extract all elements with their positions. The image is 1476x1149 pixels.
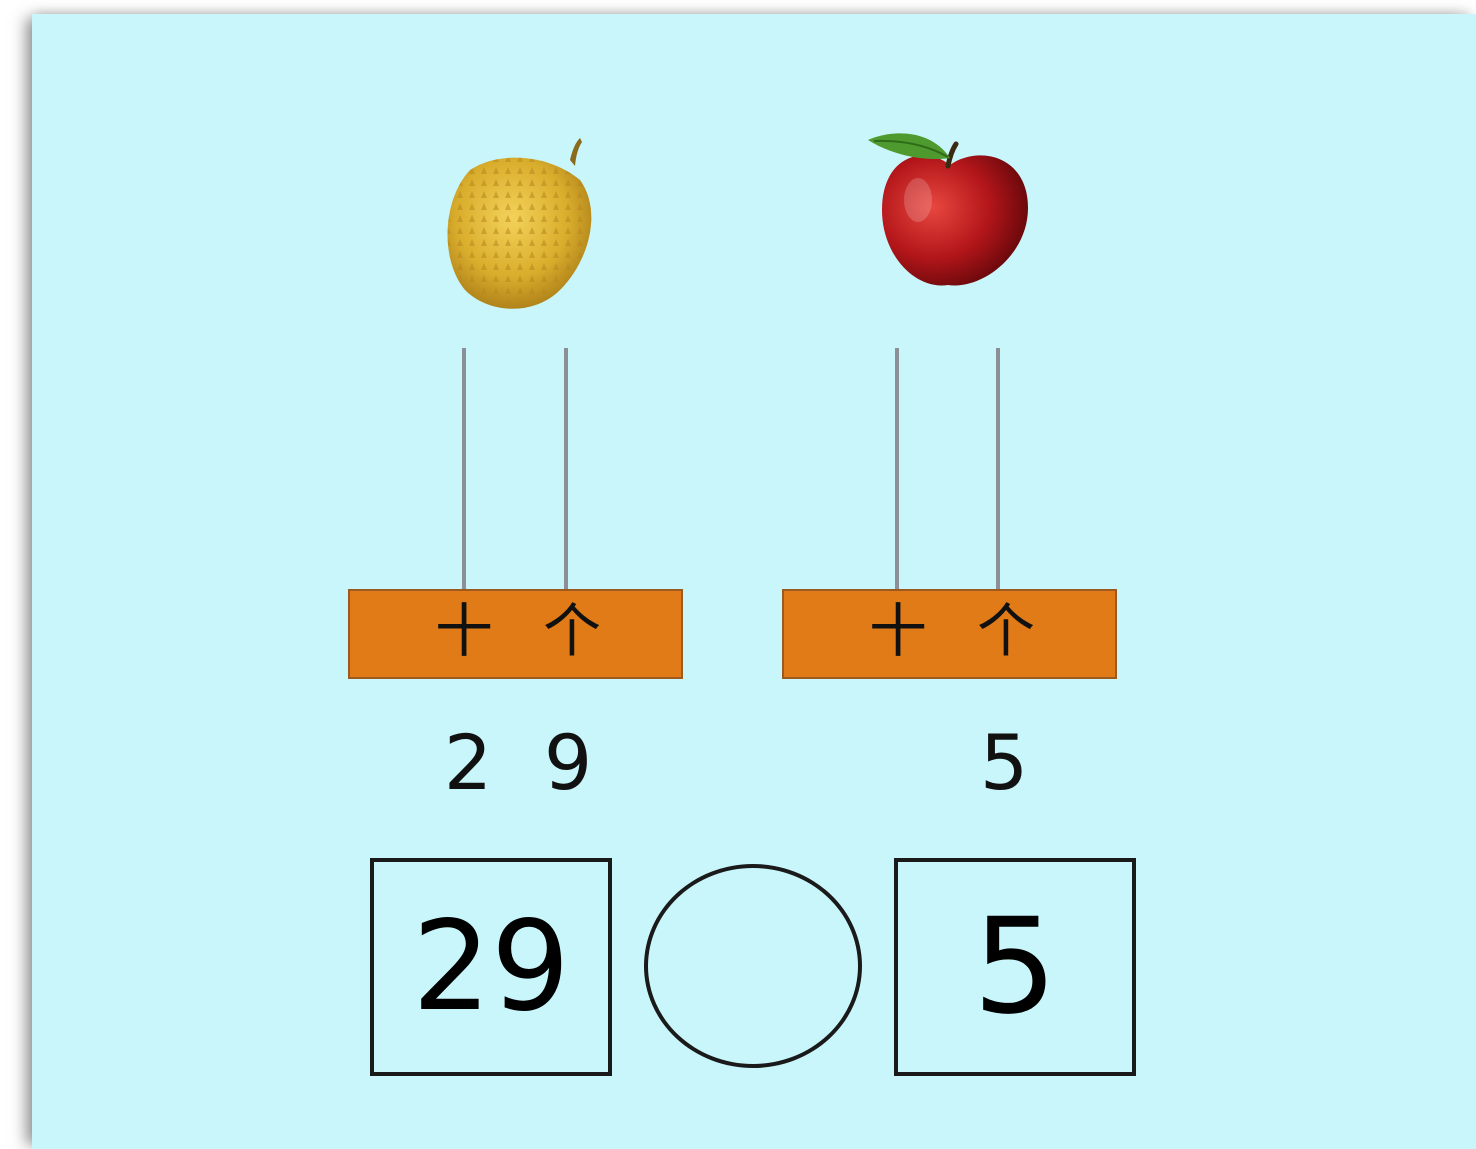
comparison-operator-circle[interactable]: [644, 864, 862, 1068]
right-ones-digit: 5: [969, 718, 1039, 808]
right-tens-digit: [867, 718, 937, 808]
left-ones-label: 个: [537, 596, 607, 666]
abacus-right-ones-rod: [996, 348, 1000, 593]
abacus-left-ones-rod: [564, 348, 568, 593]
abacus-left-tens-rod: [462, 348, 466, 593]
right-ones-label: 个: [971, 596, 1041, 666]
abacus-right-base: [782, 589, 1117, 679]
left-tens-digit: 2: [433, 718, 503, 808]
left-number-box: 29: [370, 858, 612, 1076]
durian-icon: [430, 130, 605, 320]
apple-icon: [860, 120, 1040, 295]
abacus-left-base: [348, 589, 683, 679]
left-tens-label: 十: [429, 596, 499, 666]
abacus-right-tens-rod: [895, 348, 899, 593]
right-tens-label: 十: [863, 596, 933, 666]
right-number-box: 5: [894, 858, 1136, 1076]
left-ones-digit: 9: [533, 718, 603, 808]
